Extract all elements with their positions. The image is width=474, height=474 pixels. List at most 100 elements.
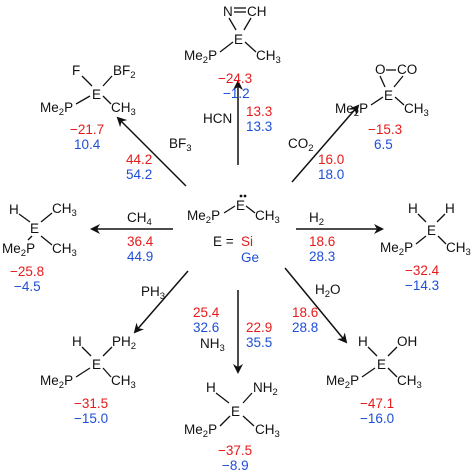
- bf3-f: F: [72, 63, 80, 78]
- ch4-h: H: [9, 202, 19, 217]
- barrier-ge-hcn: 13.3: [246, 119, 272, 134]
- svg-text:CH3: CH3: [255, 422, 280, 440]
- barrier-ge-nh3: 35.5: [246, 335, 272, 350]
- product-ge-bf3: 10.4: [74, 137, 101, 152]
- svg-text:Me2P: Me2P: [335, 101, 368, 119]
- svg-text:CH3: CH3: [397, 373, 422, 391]
- product-ge-nh3: −8.9: [222, 458, 249, 473]
- arrow-h2o: [284, 267, 348, 344]
- element-equals: E =: [213, 234, 234, 249]
- barrier-si-ph3: 25.4: [193, 305, 220, 320]
- hcn-ch: CH: [247, 4, 267, 19]
- product-si-nh3: −37.5: [218, 443, 252, 458]
- svg-text:CH3: CH3: [256, 48, 281, 66]
- product-si-h2o: −47.1: [360, 396, 394, 411]
- product-si-ph3: −31.5: [74, 396, 108, 411]
- center-bond-e-ch3: [245, 205, 256, 214]
- barrier-ge-bf3: 54.2: [126, 167, 152, 182]
- product-h2o: H OH E Me2P CH3 −47.1 −16.0: [326, 334, 422, 426]
- ph3-e: E: [92, 357, 101, 372]
- barrier-si-hcn: 13.3: [246, 104, 272, 119]
- h2o-oh: OH: [397, 334, 417, 349]
- product-si-ch4: −25.8: [10, 264, 44, 279]
- svg-text:CH3: CH3: [111, 100, 136, 118]
- svg-text:CH3: CH3: [255, 208, 280, 226]
- ph3-h: H: [72, 334, 82, 349]
- svg-text:Me2P: Me2P: [40, 100, 73, 118]
- reagent-co2: CO2: [288, 136, 314, 154]
- co2-o: O: [375, 62, 386, 77]
- center-e: E: [236, 198, 245, 213]
- product-si-hcn: −24.3: [218, 71, 252, 86]
- svg-text:Me2P: Me2P: [2, 241, 35, 259]
- barrier-ge-h2o: 28.8: [292, 320, 318, 335]
- arrow-bf3: [116, 116, 187, 187]
- ch4-e: E: [30, 221, 39, 236]
- h2-h-left: H: [408, 201, 418, 216]
- product-nh3: H NH2 E Me2P CH3 −37.5 −8.9: [184, 380, 280, 473]
- product-ge-co2: 6.5: [374, 137, 393, 152]
- svg-text:CH3: CH3: [111, 373, 136, 391]
- barrier-ge-h2: 28.3: [309, 249, 335, 264]
- product-ge-ph3: −15.0: [74, 411, 108, 426]
- barrier-si-nh3: 22.9: [246, 320, 272, 335]
- barrier-ge-ch4: 44.9: [127, 249, 153, 264]
- product-si-bf3: −21.7: [70, 122, 104, 137]
- hcn-n: N: [223, 4, 233, 19]
- center-molecule: Me2P E CH3 E = Si Ge: [187, 194, 280, 265]
- nh3-h: H: [206, 380, 216, 395]
- h2-h-right: H: [445, 201, 455, 216]
- svg-text:CH3: CH3: [52, 201, 77, 219]
- product-ge-ch4: −4.5: [14, 279, 41, 294]
- ph3-ph2: PH2: [112, 334, 136, 352]
- svg-text:CH3: CH3: [52, 241, 77, 259]
- h2-e: E: [427, 223, 436, 238]
- barrier-si-co2: 16.0: [318, 152, 344, 167]
- element-ge: Ge: [241, 250, 259, 265]
- product-ge-h2o: −16.0: [360, 411, 394, 426]
- product-si-co2: −15.3: [368, 122, 402, 137]
- element-si: Si: [241, 234, 253, 249]
- svg-text:Me2P: Me2P: [184, 422, 217, 440]
- svg-text:CH3: CH3: [446, 240, 471, 258]
- nh3-e: E: [231, 404, 240, 419]
- bf3-e: E: [92, 87, 101, 102]
- arrow-ph3: [133, 270, 189, 334]
- bf3-bf2: BF2: [113, 63, 136, 81]
- lone-pair-dot: [239, 194, 243, 198]
- product-bf3: F BF2 E Me2P CH3 −21.7 10.4: [40, 63, 136, 152]
- reagent-h2o: H2O: [315, 282, 341, 300]
- product-co2: O CO E Me2P CH3 −15.3 6.5: [335, 62, 429, 152]
- product-ph3: H PH2 E Me2P CH3 −31.5 −15.0: [40, 334, 136, 426]
- product-h2: H H E Me2P CH3 −32.4 −14.3: [380, 201, 471, 293]
- product-hcn: N CH E Me2P CH3 −24.3 −1.2: [184, 4, 281, 101]
- barrier-si-h2: 18.6: [309, 234, 335, 249]
- barrier-si-ch4: 36.4: [127, 234, 154, 249]
- product-ch4: H E CH3 CH3 Me2P −25.8 −4.5: [2, 201, 77, 294]
- svg-text:Me2P: Me2P: [326, 373, 359, 391]
- co2-co: CO: [397, 62, 417, 77]
- product-si-h2: −32.4: [405, 263, 440, 278]
- barrier-si-h2o: 18.6: [292, 305, 318, 320]
- co2-e: E: [384, 88, 393, 103]
- barrier-ge-ph3: 32.6: [193, 320, 219, 335]
- reagent-ph3: PH3: [141, 284, 165, 302]
- center-bond-p-e: [223, 205, 236, 214]
- lone-pair-dot: [243, 194, 247, 198]
- barrier-ge-co2: 18.0: [318, 167, 344, 182]
- nh3-nh2: NH2: [253, 380, 278, 398]
- product-ge-hcn: −1.2: [223, 86, 250, 101]
- hcn-e: E: [234, 32, 243, 47]
- svg-text:CH3: CH3: [404, 101, 429, 119]
- h2o-e: E: [377, 357, 386, 372]
- product-ge-h2: −14.3: [405, 278, 439, 293]
- reagent-bf3: BF3: [169, 136, 192, 154]
- svg-text:Me2P: Me2P: [380, 240, 413, 258]
- reagent-nh3: NH3: [200, 336, 225, 354]
- reagent-h2: H2: [309, 210, 324, 228]
- svg-text:Me2P: Me2P: [40, 373, 73, 391]
- reagent-ch4: CH4: [127, 210, 152, 228]
- svg-text:Me2P: Me2P: [187, 208, 220, 226]
